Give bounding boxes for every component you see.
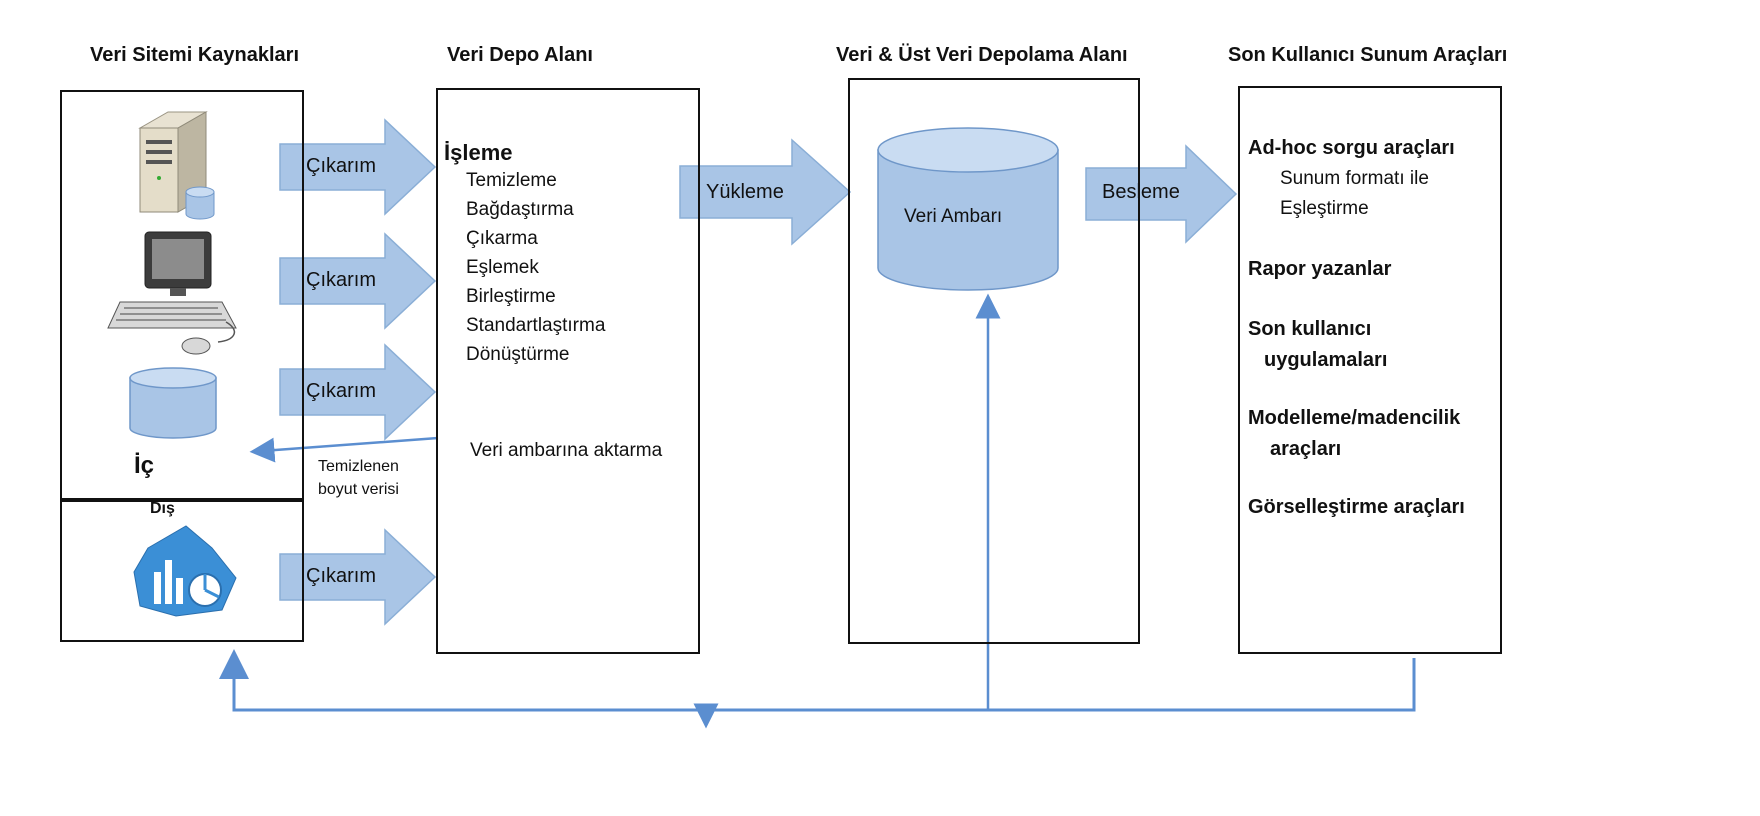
header-presentation: Son Kullanıcı Sunum Araçları bbox=[1228, 44, 1508, 66]
feedback-line bbox=[219, 649, 1416, 712]
step-item: Birleştirme bbox=[466, 286, 556, 307]
tool-visual: Görselleştirme araçları bbox=[1248, 496, 1465, 518]
tool-adhoc-sub2: Eşleştirme bbox=[1280, 198, 1369, 219]
step-item: Eşlemek bbox=[466, 257, 539, 278]
step-item: Dönüştürme bbox=[466, 344, 570, 365]
extract-label-2: Çıkarım bbox=[306, 269, 376, 291]
internal-database-icon bbox=[129, 367, 217, 439]
extract-label-4: Çıkarım bbox=[306, 565, 376, 587]
extract-arrow-1 bbox=[279, 118, 437, 216]
header-storage: Veri & Üst Veri Depolama Alanı bbox=[836, 44, 1128, 66]
extract-arrow-3 bbox=[279, 343, 437, 441]
computer-icon bbox=[107, 231, 237, 355]
tools-box bbox=[1238, 86, 1502, 654]
extract-arrow-2 bbox=[279, 232, 437, 330]
external-sources-box bbox=[60, 498, 304, 642]
external-source-icon bbox=[133, 525, 237, 617]
tool-enduser-line2: uygulamaları bbox=[1264, 349, 1388, 371]
internal-label: İç bbox=[134, 452, 155, 479]
tool-adhoc-sub1: Sunum formatı ile bbox=[1280, 168, 1429, 189]
tool-enduser-line1: Son kullanıcı bbox=[1248, 318, 1372, 340]
external-label: Dış bbox=[150, 500, 175, 517]
tool-modeling-line2: araçları bbox=[1270, 438, 1342, 460]
feed-label: Besleme bbox=[1102, 181, 1180, 203]
server-icon bbox=[138, 111, 215, 220]
feed-arrow bbox=[1085, 144, 1238, 244]
processing-steps: Temizleme Bağdaştırma Çıkarma Eşlemek Bi… bbox=[466, 166, 605, 369]
cleaned-data-arrow bbox=[249, 436, 439, 463]
tool-report: Rapor yazanlar bbox=[1248, 258, 1392, 280]
header-staging: Veri Depo Alanı bbox=[447, 44, 593, 66]
extract-label-1: Çıkarım bbox=[306, 155, 376, 177]
cleaned-label-line1: Temizlenen bbox=[318, 458, 399, 475]
tool-adhoc: Ad-hoc sorgu araçları bbox=[1248, 137, 1455, 159]
step-item: Standartlaştırma bbox=[466, 315, 606, 336]
step-item: Bağdaştırma bbox=[466, 199, 574, 220]
storage-box bbox=[848, 78, 1140, 644]
extract-arrow-4 bbox=[279, 528, 437, 626]
staging-box bbox=[436, 88, 700, 654]
load-label: Yükleme bbox=[706, 181, 784, 203]
header-sources: Veri Sitemi Kaynakları bbox=[90, 44, 300, 66]
processing-title: İşleme bbox=[444, 140, 513, 165]
warehouse-label: Veri Ambarı bbox=[904, 206, 1003, 227]
internal-sources-box bbox=[60, 90, 304, 502]
transfer-label: Veri ambarına aktarma bbox=[470, 440, 663, 461]
extract-label-3: Çıkarım bbox=[306, 380, 376, 402]
cleaned-label-line2: boyut verisi bbox=[318, 481, 399, 498]
tool-modeling-line1: Modelleme/madencilik bbox=[1248, 407, 1461, 429]
step-item: Çıkarma bbox=[466, 228, 538, 249]
step-item: Temizleme bbox=[466, 170, 557, 191]
warehouse-cylinder-icon bbox=[877, 127, 1059, 291]
